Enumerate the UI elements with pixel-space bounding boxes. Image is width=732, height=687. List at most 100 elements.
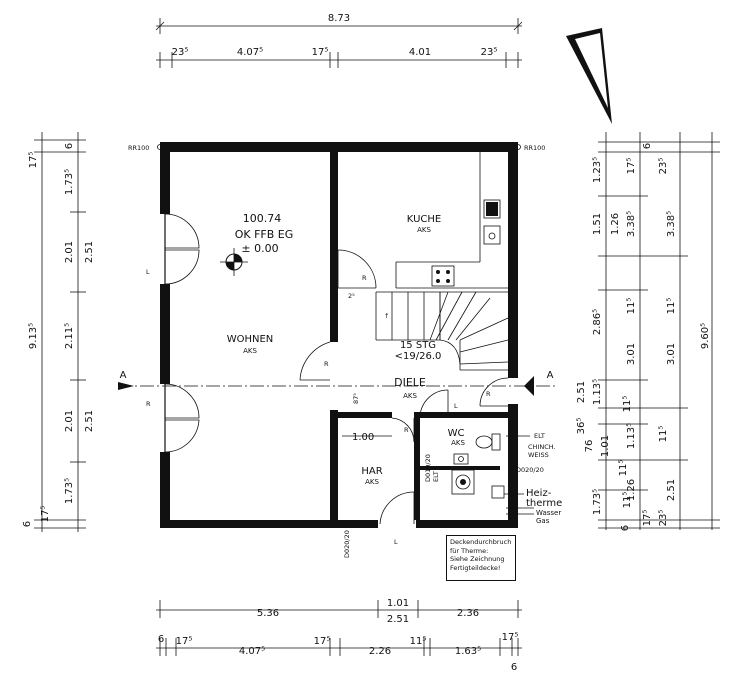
room-wc-sub: AKS	[451, 439, 465, 447]
dim-left-1-73: 1.73⁵	[64, 169, 75, 195]
therme-leaders	[504, 435, 534, 515]
door-living-r: R	[324, 360, 329, 368]
note-line-3: Siehe Zeichnung	[450, 555, 505, 564]
dim-bottom2-6-b: 6	[511, 662, 517, 673]
dim-bottom2-17-5-b: 17⁵	[314, 636, 331, 647]
label-d010-20: D010/20	[424, 454, 432, 482]
washbasin-icon	[453, 453, 469, 465]
window-lower-r: R	[146, 400, 151, 408]
dim-left-1-73-b: 1.73⁵	[64, 478, 75, 504]
stair-ratio: <19/26.0	[395, 351, 442, 362]
dim-top-seg-3: 17⁵	[312, 47, 329, 58]
inner-walls	[330, 152, 508, 520]
dim-bottom2-6: 6	[158, 634, 164, 645]
door-har	[391, 417, 415, 443]
dim-left-6: 6	[64, 143, 75, 149]
rr-left: RR100	[128, 144, 149, 152]
left-dimensions: 17⁵ 6 1.73⁵ 2.01 2.51 2.11⁵ 2.01 2.51 1.…	[22, 132, 95, 532]
dim-bottom2-2-26: 2.26	[369, 646, 391, 657]
door-living	[299, 341, 331, 381]
kitchen-counters	[395, 152, 508, 289]
staircase: ↑	[375, 291, 509, 371]
dim-left-total: 9.13⁵	[28, 323, 39, 349]
dim-right2-6: 6	[642, 143, 653, 149]
dim-left-2-11: 2.11⁵	[64, 323, 75, 349]
room-kuche-name: KUCHE	[407, 214, 441, 225]
door-kitchen-r: R	[362, 274, 367, 282]
dim-1-00: 1.00	[352, 432, 374, 443]
dim-right-1-73: 1.73⁵	[592, 489, 603, 515]
dim-top-seg-1: 23⁵	[172, 47, 189, 58]
note-line-4: Fertigteildecke!	[450, 563, 501, 572]
dim-bottom2-17-5: 17⁵	[176, 636, 193, 647]
room-kuche-sub: AKS	[417, 226, 431, 234]
room-har-name: HAR	[361, 466, 382, 477]
label-chinch: CHINCH.	[528, 443, 556, 451]
door-har-r: R	[404, 426, 409, 434]
label-heiz: Heiz-	[526, 488, 552, 499]
dim-right-2-86: 2.86⁵	[592, 309, 603, 335]
dim-right-36-5: 36⁵	[576, 418, 587, 435]
label-gas: Gas	[536, 517, 550, 525]
dim-top-seg-5: 23⁵	[481, 47, 498, 58]
dim-right2-11-5-d: 11⁵	[622, 492, 633, 509]
label-weiss: WEISS	[528, 451, 549, 459]
door-entrance	[379, 491, 415, 525]
room-wc-name: WC	[448, 428, 465, 439]
dim-right-2-51: 2.51	[576, 381, 587, 403]
dim-right2-11-5-b: 11⁵	[666, 298, 677, 315]
section-a-right: A	[547, 370, 554, 381]
dim-bottom-5-36: 5.36	[257, 608, 279, 619]
dim-2-5: 2⁵	[348, 292, 355, 300]
door-hall-r: R	[486, 390, 491, 398]
dim-right-11-5-a: 11⁵	[618, 460, 629, 477]
dim-right-1-23: 1.23⁵	[592, 157, 603, 183]
dim-top-seg-4: 4.01	[409, 47, 431, 58]
room-har-sub: AKS	[365, 478, 379, 486]
dim-right-total: 9.60⁵	[700, 323, 711, 349]
label-therme: therme	[526, 498, 562, 509]
dim-right2-3-01: 3.01	[626, 343, 637, 365]
room-wohnen-name: WOHNEN	[227, 334, 274, 345]
rr-right: RR100	[524, 144, 545, 152]
dim-right2-17-5: 17⁵	[626, 158, 637, 175]
dim-right-11-5-b: 11⁵	[622, 396, 633, 413]
dim-right-1-13: 1.13⁵	[592, 379, 603, 405]
door-wc-l: L	[454, 402, 458, 410]
door-kitchen	[337, 249, 377, 289]
dim-left-2-01-b: 2.01	[64, 410, 75, 432]
dim-bottom-2-51: 2.51	[387, 614, 409, 625]
sink-icon	[483, 199, 501, 245]
dim-bottom2-17-5-c: 17⁵	[502, 632, 519, 643]
section-a-left: A	[120, 370, 127, 381]
room-labels: 100.74 OK FFB EG ± 0.00 WOHNEN AKS KUCHE…	[227, 212, 466, 486]
dim-left-6-b: 6	[22, 521, 33, 527]
note-box: Deckendurchbruch für Therme: Siehe Zeich…	[446, 535, 516, 581]
dim-bottom2-11-5: 11⁵	[410, 636, 427, 647]
boiler-icon	[451, 469, 505, 499]
dim-right2-23-5: 23⁵	[658, 158, 669, 175]
dim-left-2-51: 2.51	[84, 241, 95, 263]
stove-icon	[431, 265, 455, 287]
dim-87-5: 87⁵	[352, 393, 360, 404]
dim-right2-1-26: 1.26	[626, 479, 637, 501]
dim-right2-3-38-b: 3.38⁵	[666, 211, 677, 237]
door-hall-right	[479, 377, 509, 407]
dim-right2-3-38: 3.38⁵	[626, 211, 637, 237]
dim-left-17-5: 17⁵	[28, 152, 39, 169]
dim-right2-6-b: 6	[620, 525, 631, 531]
dim-top-seg-2: 4.07⁵	[237, 47, 263, 58]
label-elt2: ELT	[432, 471, 440, 482]
dim-right2-23-5-b: 23⁵	[658, 510, 669, 527]
door-entrance-l: L	[394, 538, 398, 546]
stair-arrow-mark: ↑	[384, 312, 389, 320]
dim-left-2-51-b: 2.51	[84, 410, 95, 432]
room-diele-sub: AKS	[403, 392, 417, 400]
right-dimensions: 1.23⁵ 1.51 1.26 2.86⁵ 1.13⁵ 2.51 36⁵ 76 …	[576, 132, 720, 531]
living-window-upper	[164, 213, 200, 285]
level-zero: ± 0.00	[241, 242, 278, 255]
section-line-a: A A	[118, 370, 556, 396]
dim-right2-11-5: 11⁵	[626, 298, 637, 315]
dim-right2-1-13: 1.13⁵	[626, 423, 637, 449]
dim-right2-17-5-b: 17⁵	[642, 510, 653, 527]
